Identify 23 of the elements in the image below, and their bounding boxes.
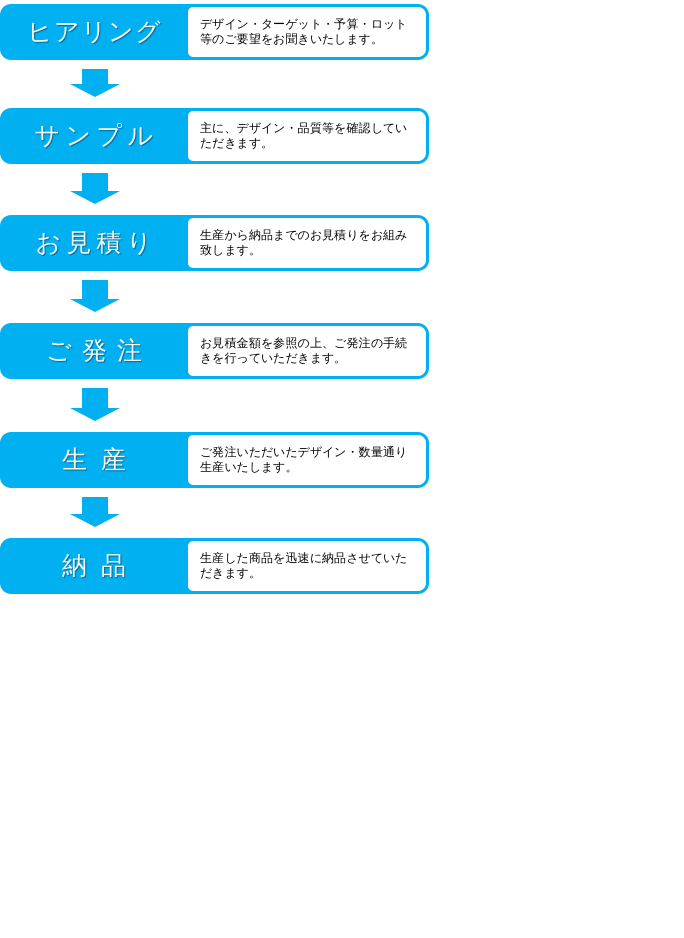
step-title: ご発注	[46, 336, 152, 366]
step-card	[0, 432, 429, 488]
step-title: 生産	[62, 446, 140, 474]
step-description: デザイン・ターゲット・予算・ロット等のご要望をお聞きいたします。	[200, 17, 408, 47]
down-arrow	[70, 69, 120, 97]
step-description: ご発注いただいたデザイン・数量通り生産いたします。	[200, 445, 408, 475]
step-description: 生産から納品までのお見積りをお組み致します。	[200, 228, 408, 258]
down-arrow	[70, 173, 120, 204]
down-arrow	[70, 280, 120, 312]
step-description: 生産した商品を迅速に納品させていただきます。	[200, 551, 408, 581]
step-card	[0, 323, 429, 379]
step-card	[0, 538, 429, 594]
step-title: お見積り	[36, 228, 158, 258]
step-title: ヒアリング	[27, 18, 162, 46]
step-title: サンプル	[34, 122, 158, 150]
step-description: お見積金額を参照の上、ご発注の手続きを行っていただきます。	[200, 336, 408, 366]
down-arrow	[70, 388, 120, 421]
step-card	[0, 108, 429, 164]
step-description: 主に、デザイン・品質等を確認していただきます。	[200, 121, 408, 151]
down-arrow	[70, 497, 120, 527]
step-card	[0, 215, 429, 271]
step-card	[0, 4, 429, 60]
step-title: 納品	[62, 552, 140, 580]
